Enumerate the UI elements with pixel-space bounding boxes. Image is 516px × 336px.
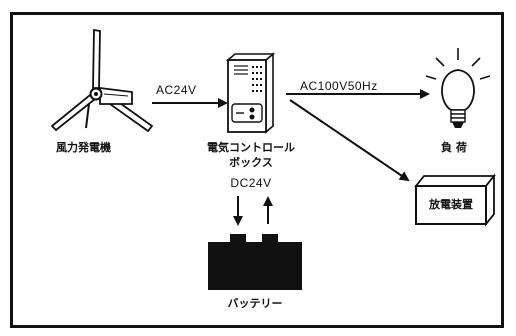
load-label: 負 荷 — [441, 142, 467, 153]
wind-turbine-icon — [52, 30, 152, 131]
light-bulb-icon — [426, 48, 490, 128]
flow-label-dc24v: DC24V — [196, 177, 306, 189]
flow-label-ac100v50hz: AC100V50Hz — [300, 80, 378, 92]
control-box-label-line2: ボックス — [196, 157, 306, 168]
control-box-label-line1: 電気コントロール — [196, 142, 306, 153]
battery-label: バッテリー — [205, 298, 305, 309]
battery-icon — [208, 234, 302, 290]
wind-turbine-label: 風力発電機 — [56, 142, 111, 153]
flow-label-ac24v: AC24V — [156, 84, 197, 96]
flow-arrow-box-to-discharge — [290, 100, 408, 180]
control-box-icon — [228, 54, 273, 132]
discharge-device-label: 放電装置 — [416, 199, 486, 210]
